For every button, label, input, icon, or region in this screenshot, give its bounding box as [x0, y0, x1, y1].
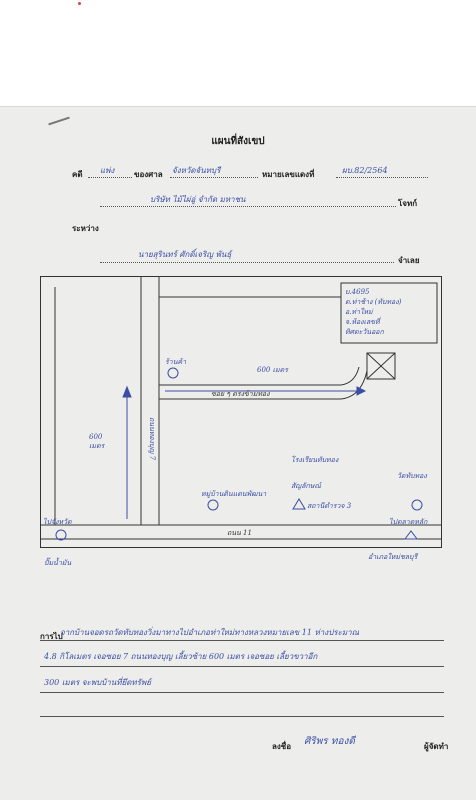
landmark-school: โรงเรียนทับทอง	[291, 456, 339, 464]
shop-symbol	[167, 367, 179, 379]
landmark-temple: วัดทับทอง	[397, 472, 427, 480]
address-line-3: อ.ท่าใหม่	[345, 308, 373, 316]
label-signature: ลงชื่อ	[272, 742, 292, 751]
plaintiff-name: บริษัท ไม้ไผ่อู่ จำกัด มหาชน	[150, 195, 246, 204]
route-arrow-head-soi	[356, 386, 367, 396]
house-cross-b	[366, 352, 396, 380]
landmark-mark: สัญลักษณ์	[291, 482, 321, 490]
court-name: จังหวัดจันทบุรี	[172, 166, 221, 175]
left-junction: ไปจังหวัด	[43, 518, 72, 526]
label-route: การไป	[40, 632, 63, 641]
landmark-village: หมู่บ้านดินแดนพัฒนา	[201, 490, 267, 498]
case-type: แพ่ง	[100, 166, 115, 175]
route-line-1: จากบ้านจอดรถวัดทับทองวิ่งมาทางไปอำเภอท่า…	[60, 628, 360, 637]
dotted-line-case	[88, 177, 132, 178]
landmark-station: สถานีตำรวจ 3	[307, 502, 352, 510]
map-drawing	[41, 277, 441, 541]
underline-2	[40, 666, 444, 667]
right-junction: ไปตลาดหลัก	[389, 518, 428, 526]
document-paper: แผนที่สังเขป คดี แพ่ง ของศาล จังหวัดจันท…	[0, 106, 476, 800]
sketch-map: บ.4695 ต.ท่าช้าง (ทับทอง) อ.ท่าใหม่ จ.ห้…	[40, 276, 442, 548]
address-line-1: บ.4695	[345, 288, 370, 296]
signature-name: ศิริพร ทองดี	[304, 736, 355, 747]
label-between: ระหว่าง	[72, 224, 99, 233]
label-case: คดี	[72, 170, 83, 179]
house-square	[366, 352, 396, 380]
dotted-line-defendant	[100, 262, 394, 263]
bottom-left-place: ปั๊มน้ำมัน	[44, 559, 72, 567]
soi-curve	[340, 366, 368, 400]
pen-mark	[48, 116, 70, 126]
address-line-2: ต.ท่าช้าง (ทับทอง)	[345, 298, 402, 306]
label-number: หมายเลขแดงที่	[262, 170, 315, 179]
address-line-4: จ.ห้องเลขที่	[345, 318, 380, 326]
underline-3	[40, 692, 444, 693]
red-dot-mark	[78, 2, 81, 5]
main-road-label: ถนน 11	[227, 529, 252, 537]
soi-label: ซอย ๆ ตรงข้ามทอง	[211, 390, 270, 398]
label-court: ของศาล	[134, 170, 163, 179]
label-defendant: จำเลย	[398, 256, 420, 265]
pump-symbol	[55, 529, 67, 541]
label-plaintiff: โจทก์	[398, 199, 418, 208]
label-role: ผู้จัดทำ	[424, 742, 449, 751]
route-arrow-head-vertical	[122, 385, 132, 398]
dotted-line-court	[170, 177, 258, 178]
route-line-2: 4.8 กิโลเมตร เจอซอย 7 ถนนทองบุญ เลี้ยวซ้…	[44, 652, 318, 661]
temple-symbol	[411, 499, 423, 511]
office-symbol	[404, 530, 418, 540]
underline-4	[40, 716, 444, 717]
bottom-right-place: อำเภอใหม่ชลบุรี	[368, 553, 418, 561]
page-title: แผนที่สังเขป	[211, 136, 265, 147]
dotted-line-plaintiff	[100, 206, 396, 207]
case-number: ผบ.82/2564	[342, 166, 388, 175]
road-vertical-label: ถนนทองบุญ 7	[148, 417, 156, 461]
address-line-5: ทิศตะวันออก	[345, 328, 384, 336]
village-symbol	[207, 499, 219, 511]
distance-left: 600 เมตร	[89, 433, 105, 450]
address-box	[340, 282, 438, 344]
underline-1	[40, 640, 444, 641]
distance-top: 600 เมตร	[257, 366, 288, 374]
route-line-3: 300 เมตร จะพบบ้านที่ยึดทรัพย์	[44, 678, 151, 687]
dotted-line-number	[336, 177, 428, 178]
landmark-shop: ร้านค้า	[165, 358, 187, 366]
station-symbol	[292, 498, 306, 510]
defendant-name: นายสุรินทร์ ศักดิ์เจริญ พันธุ์	[138, 250, 232, 259]
